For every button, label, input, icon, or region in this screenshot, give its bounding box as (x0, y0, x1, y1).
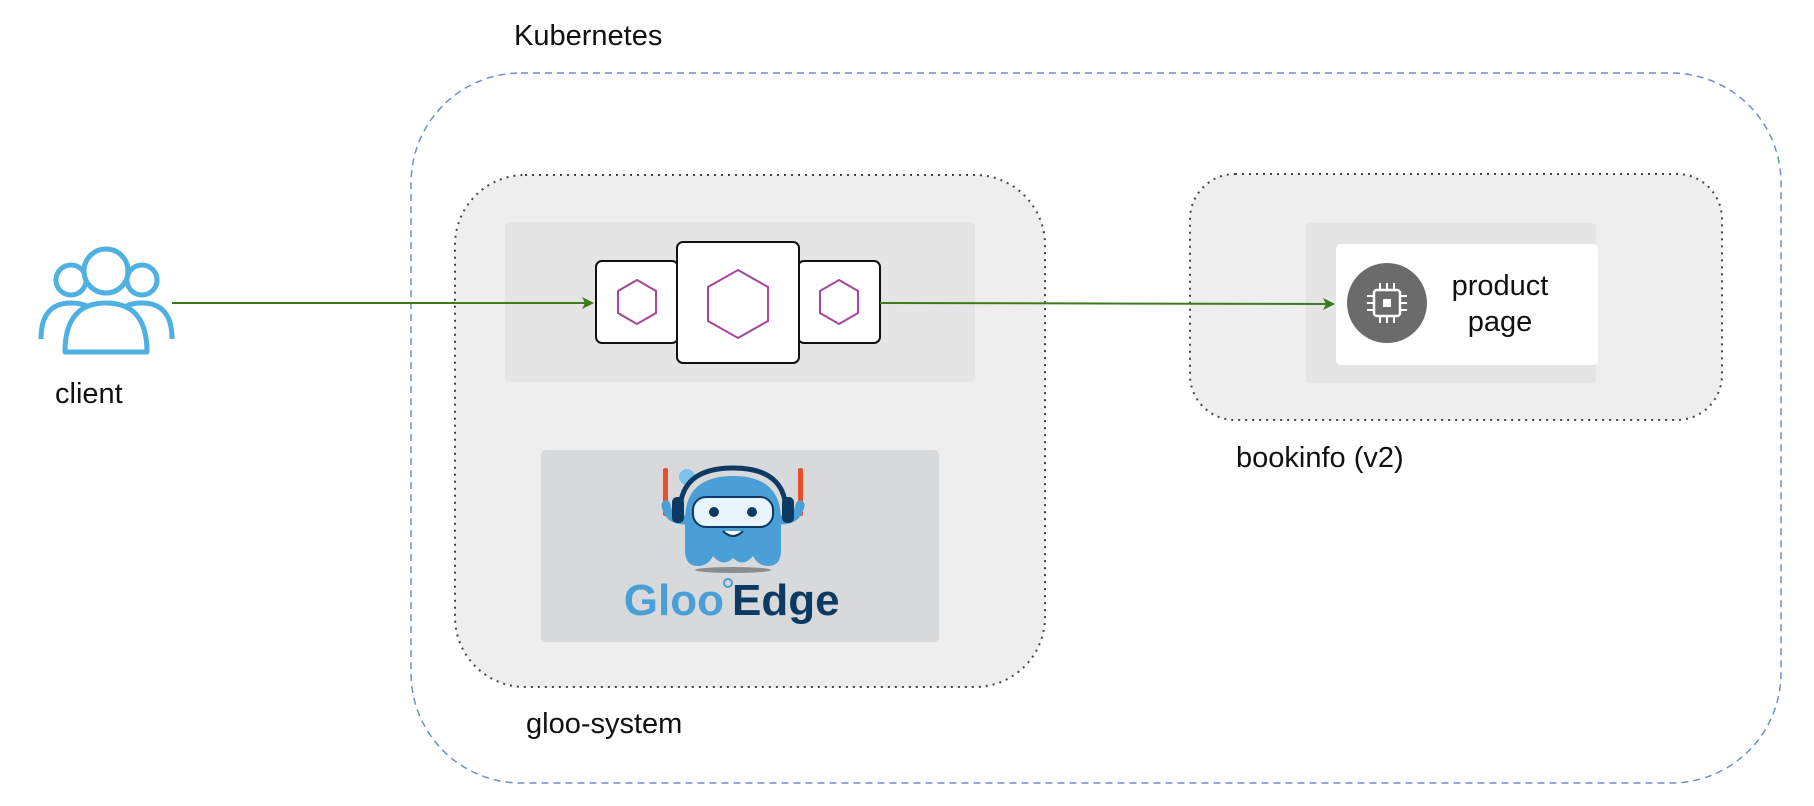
envoy-proxy-group (595, 241, 881, 364)
gloo-edge-mascot (661, 465, 805, 573)
hexagon-icon (617, 278, 657, 326)
proxy-box-left (595, 260, 679, 344)
product-page-label: product page (1420, 268, 1580, 340)
client-label: client (55, 378, 123, 410)
chip-icon (1347, 263, 1427, 343)
edge-logo-word: Edge (732, 576, 840, 625)
proxy-box-center (676, 241, 800, 364)
kubernetes-cluster-boundary (410, 72, 1782, 784)
product-page-label-line1: product (1451, 270, 1549, 302)
gloo-logo-word: Gloo (624, 576, 724, 625)
users-group-icon (38, 246, 175, 355)
hexagon-icon (819, 278, 859, 326)
proxy-box-right (797, 260, 881, 344)
bookinfo-label: bookinfo (v2) (1236, 442, 1404, 474)
hexagon-icon (707, 268, 769, 340)
gateway-to-productpage-arrow (879, 297, 1335, 310)
gloo-system-label: gloo-system (526, 708, 683, 740)
product-page-label-line2: page (1467, 306, 1533, 338)
gloo-logo-dot (723, 578, 733, 588)
kubernetes-label: Kubernetes (514, 20, 663, 52)
